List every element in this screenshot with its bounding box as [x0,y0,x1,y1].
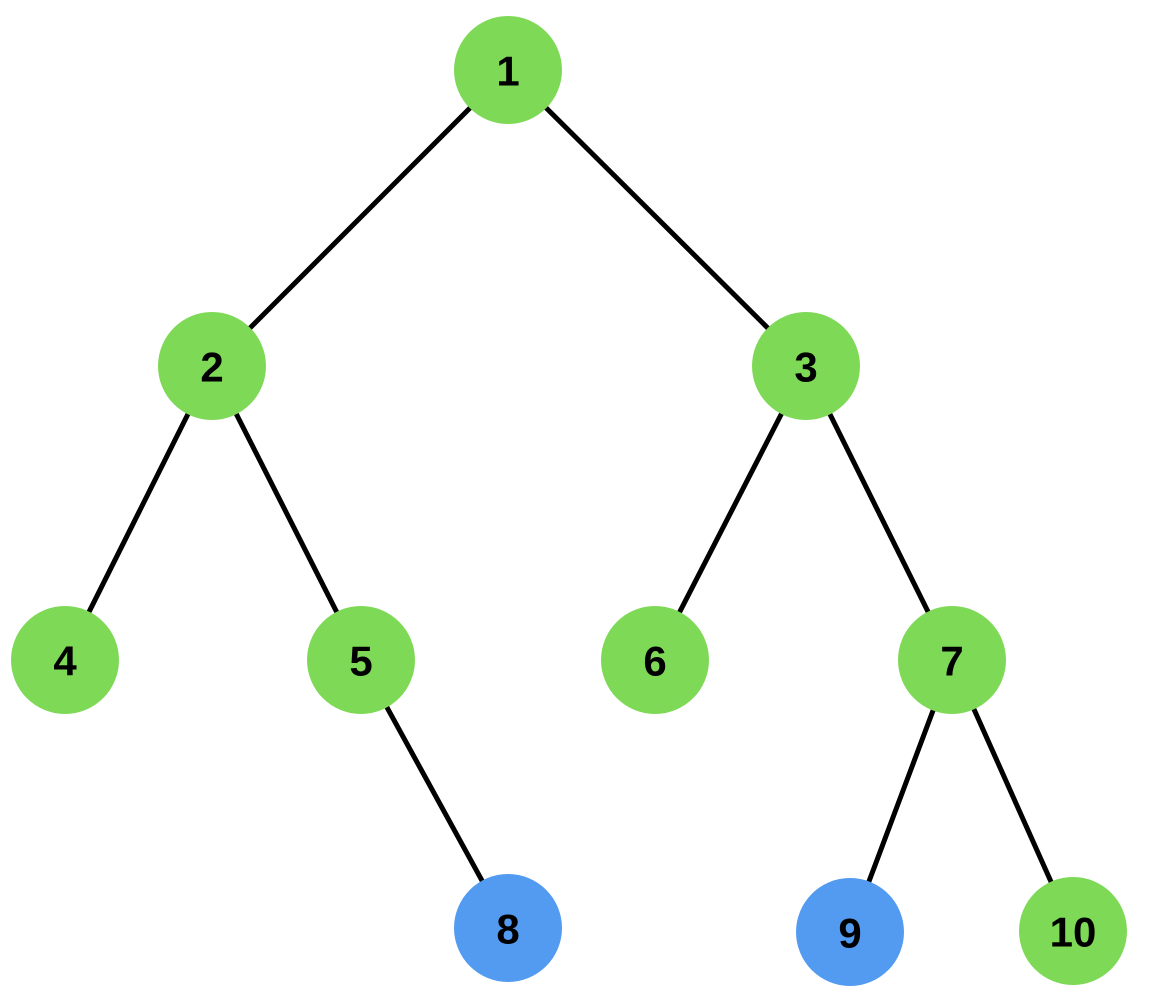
tree-node-4[interactable]: 4 [11,606,119,714]
tree-edge-n2-n5 [209,364,364,662]
tree-edge-n3-n6 [652,364,809,662]
tree-edge-n3-n7 [803,364,955,662]
node-circle-5[interactable] [307,606,415,714]
tree-node-2[interactable]: 2 [158,312,266,420]
node-circle-8[interactable] [454,874,562,982]
node-circle-2[interactable] [158,312,266,420]
tree-node-10[interactable]: 10 [1019,877,1127,985]
node-circle-9[interactable] [796,878,904,986]
node-circle-4[interactable] [11,606,119,714]
node-label-8: 8 [496,906,519,953]
node-label-9: 9 [838,910,861,957]
nodes-layer: 1 2 3 4 5 6 7 8 9 10 [11,16,1127,986]
node-label-10: 10 [1050,909,1097,956]
node-circle-6[interactable] [601,606,709,714]
tree-node-8[interactable]: 8 [454,874,562,982]
node-circle-3[interactable] [752,312,860,420]
tree-edge-n2-n4 [62,364,215,662]
node-circle-1[interactable] [454,16,562,124]
tree-node-1[interactable]: 1 [454,16,562,124]
node-label-6: 6 [643,638,666,685]
tree-node-9[interactable]: 9 [796,878,904,986]
node-label-1: 1 [496,48,519,95]
node-circle-7[interactable] [898,606,1006,714]
tree-node-5[interactable]: 5 [307,606,415,714]
tree-node-6[interactable]: 6 [601,606,709,714]
edges-layer [62,68,1076,933]
tree-edge-n1-n3 [506,68,808,368]
tree-node-7[interactable]: 7 [898,606,1006,714]
node-circle-10[interactable] [1019,877,1127,985]
node-label-7: 7 [940,638,963,685]
node-label-4: 4 [53,638,77,685]
tree-node-3[interactable]: 3 [752,312,860,420]
tree-edge-n1-n2 [210,68,510,368]
node-label-5: 5 [349,638,372,685]
node-label-2: 2 [200,344,223,391]
node-label-3: 3 [794,344,817,391]
